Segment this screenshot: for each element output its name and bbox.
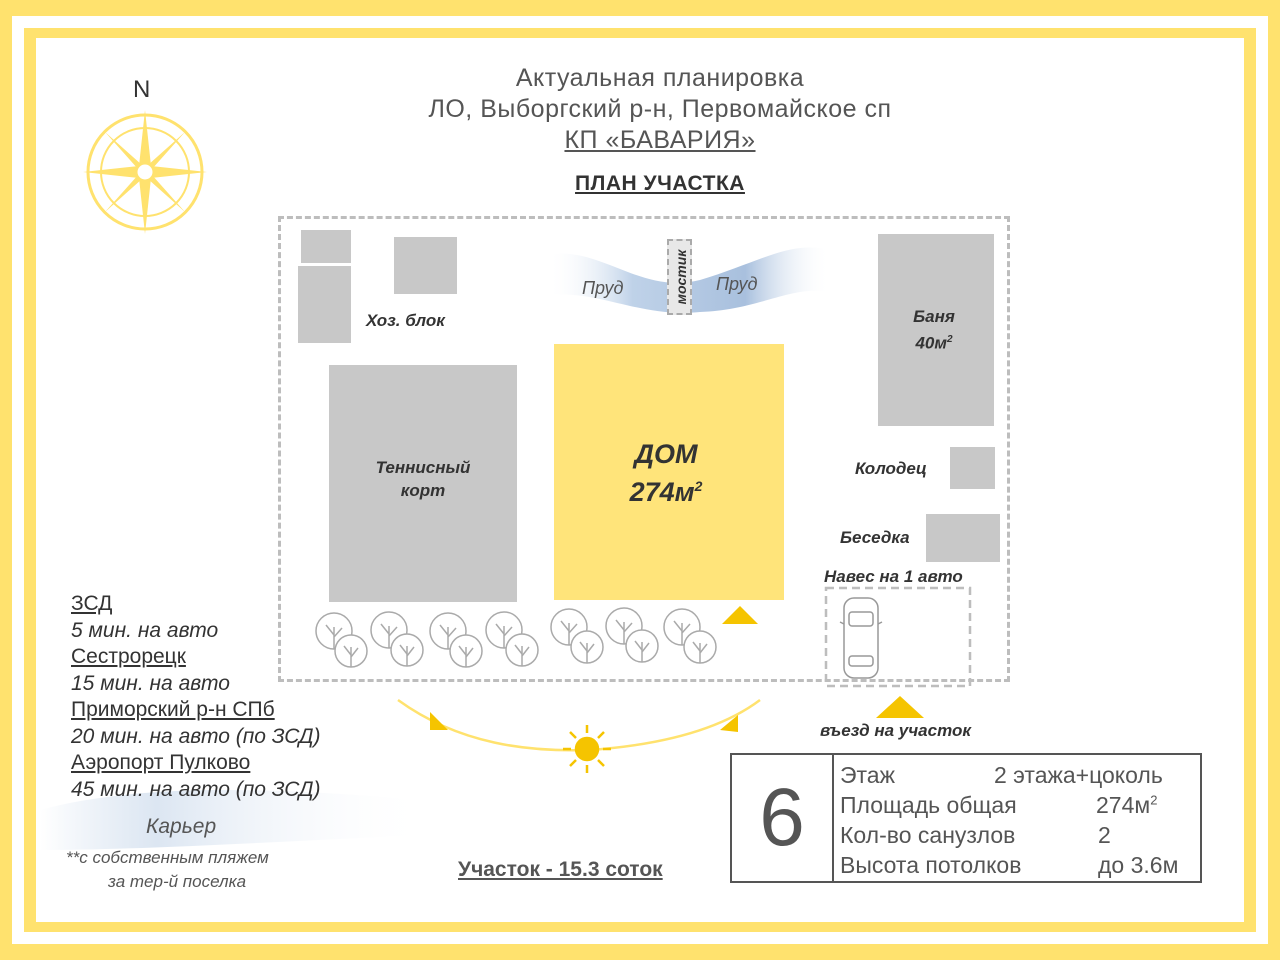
pond-shape: [548, 247, 830, 313]
bathhouse: [878, 234, 994, 426]
entrance-triangle: [876, 696, 924, 718]
car-icon: [839, 597, 883, 679]
location-time: 20 мин. на авто (по ЗСД): [71, 724, 321, 748]
carport-label: Навес на 1 авто: [824, 567, 963, 586]
village-name: КП «БАВАРИЯ»: [564, 126, 756, 154]
plot-boundary: [278, 216, 1010, 682]
utility-building-small: [301, 230, 351, 263]
title-line-1: Актуальная планировка: [515, 64, 805, 92]
tree-icon: [570, 630, 604, 664]
location-name: Аэропорт Пулково: [71, 751, 251, 774]
stats-value-bathrooms: 2: [1098, 822, 1111, 848]
location-name: ЗСД: [71, 592, 113, 615]
plot-size: Участок - 15.3 соток: [458, 858, 663, 881]
stats-label-bathrooms: Кол-во санузлов: [840, 822, 1016, 848]
stats-value-area: 274м2: [1096, 792, 1158, 818]
tree-icon: [505, 633, 539, 667]
entrance-label: въезд на участок: [820, 721, 971, 740]
stats-label-area: Площадь общая: [840, 792, 1017, 818]
tree-icon: [334, 634, 368, 668]
sun-icon: [563, 725, 611, 773]
compass-rose-icon: [83, 110, 207, 234]
locations-list: ЗСД 5 мин. на авто Сестрорецк 15 мин. на…: [71, 591, 320, 803]
arrow-left: [430, 712, 448, 730]
quarry-water: [40, 790, 430, 850]
title-line-3: КП «БАВАРИЯ»: [300, 126, 1020, 155]
bridge: мостик: [667, 239, 692, 315]
pond-label-right: Пруд: [716, 274, 758, 294]
well-label: Колодец: [855, 459, 927, 478]
quarry-note-2: за тер-й поселка: [108, 872, 247, 891]
carport-area: [824, 586, 972, 688]
utility-building-tall: [298, 266, 351, 343]
location-time: 5 мин. на авто: [71, 618, 219, 642]
well: [950, 447, 995, 489]
quarry-note-1: **с собственным пляжем: [66, 848, 269, 867]
north-label: N: [133, 76, 151, 103]
quarry-label: Карьер: [146, 815, 217, 838]
gazebo-label: Беседка: [840, 528, 910, 547]
tree-icon: [625, 629, 659, 663]
stats-table: 6 Этаж 2 этажа+цоколь Площадь общая 274м…: [730, 753, 1202, 883]
tree-icon: [390, 633, 424, 667]
bridge-label: мостик: [673, 249, 689, 305]
stats-label-ceiling: Высота потолков: [840, 852, 1022, 878]
utility-building-square: [394, 237, 457, 294]
title-line-2: ЛО, Выборгский р-н, Первомайское сп: [428, 95, 892, 123]
location-time: 45 мин. на авто (по ЗСД): [71, 777, 321, 801]
pond-label-left: Пруд: [582, 278, 624, 298]
location-time: 15 мин. на авто: [71, 671, 230, 695]
location-name: Приморский р-н СПб: [71, 698, 275, 721]
tree-icon: [683, 630, 717, 664]
tennis-court: [329, 365, 517, 602]
house-entry-triangle: [722, 606, 758, 624]
stats-value-ceiling: до 3.6м: [1098, 852, 1179, 878]
location-name: Сестрорецк: [71, 645, 186, 668]
stats-label-floors: Этаж: [840, 762, 895, 788]
trees: [315, 607, 717, 668]
house-number: 6: [732, 755, 834, 881]
utility-block-label: Хоз. блок: [366, 311, 445, 330]
gazebo: [926, 514, 1000, 562]
plan-subtitle: ПЛАН УЧАСТКА: [575, 172, 745, 195]
tree-icon: [449, 634, 483, 668]
stats-value-floors: 2 этажа+цоколь: [994, 762, 1163, 788]
arrow-right: [720, 715, 738, 732]
house: [554, 344, 784, 600]
